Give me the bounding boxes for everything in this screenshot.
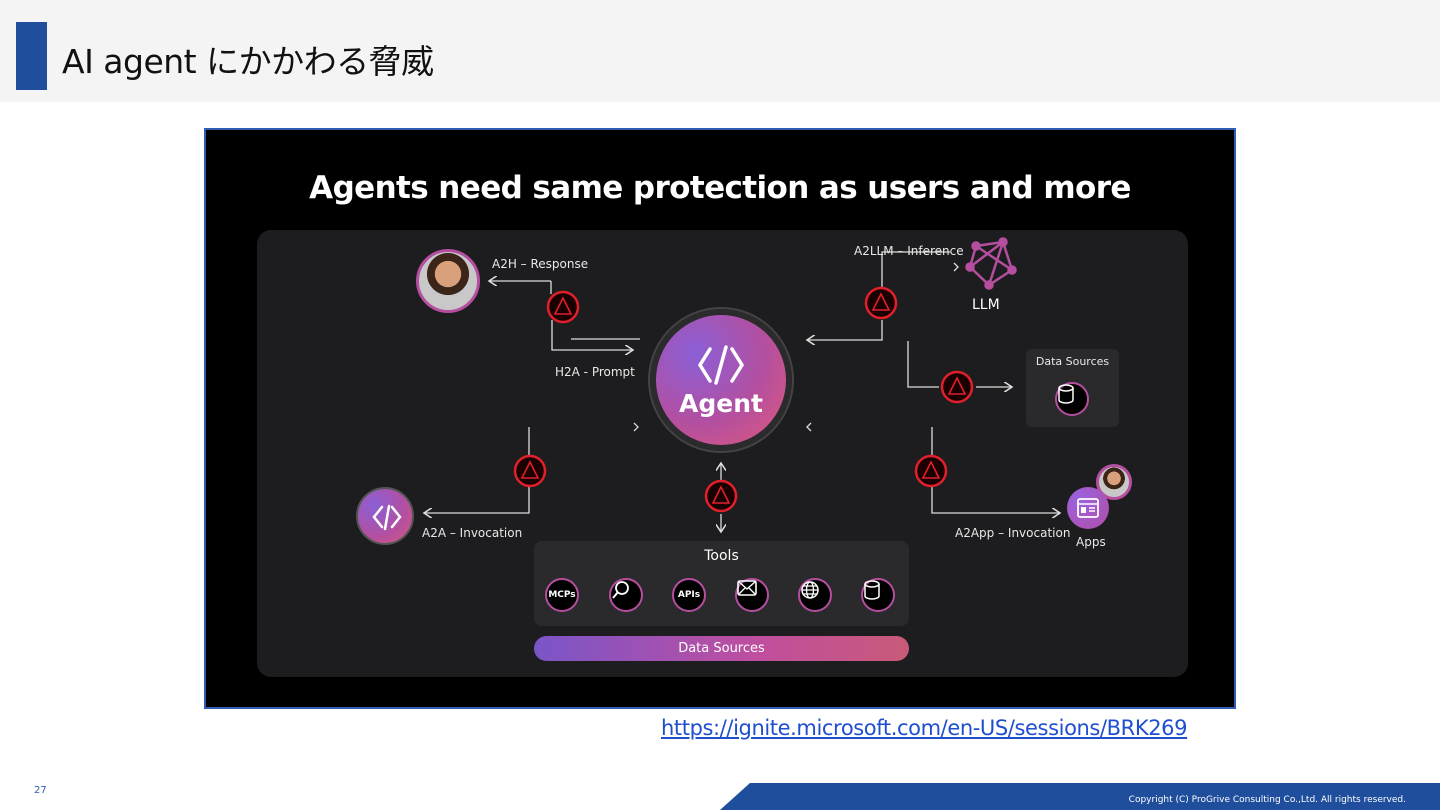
code-icon	[358, 489, 416, 547]
agent-label: Agent	[656, 389, 786, 418]
header-accent-bar	[16, 22, 47, 90]
database-icon	[1055, 382, 1089, 416]
a2h-label: A2H – Response	[492, 257, 588, 271]
search-icon	[609, 578, 643, 612]
copyright-text: Copyright (C) ProGrive Consulting Co.,Lt…	[1129, 795, 1406, 805]
embedded-slide-image: Agents need same protection as users and…	[204, 128, 1236, 709]
mcps-icon: MCPs	[545, 578, 579, 612]
a2a-label: A2A – Invocation	[422, 526, 522, 540]
globe-icon	[798, 578, 832, 612]
apps-label: Apps	[1076, 535, 1106, 549]
page-number: 27	[34, 785, 47, 796]
a2app-label: A2App – Invocation	[955, 526, 1070, 540]
apps-node	[1067, 487, 1109, 529]
a2a-agent-node	[356, 487, 414, 545]
tools-title: Tools	[534, 548, 909, 564]
database-icon	[861, 578, 895, 612]
llm-network-icon	[967, 239, 1016, 289]
a2llm-label: A2LLM – Inference	[854, 244, 964, 258]
h2a-label: H2A - Prompt	[555, 365, 635, 379]
page-title: AI agent にかかわる脅威	[62, 35, 434, 83]
slide-header: AI agent にかかわる脅威	[0, 0, 1440, 102]
agent-node: Agent	[650, 309, 792, 451]
session-link[interactable]: https://ignite.microsoft.com/en-US/sessi…	[661, 716, 1187, 740]
apis-icon: APIs	[672, 578, 706, 612]
data-sources-box: Data Sources	[1026, 349, 1119, 427]
tools-box: Tools MCPs APIs	[534, 541, 909, 626]
app-window-icon	[1067, 487, 1109, 529]
user-avatar	[416, 249, 480, 313]
data-sources-box-title: Data Sources	[1026, 355, 1119, 368]
llm-label: LLM	[972, 297, 1000, 313]
data-sources-bar: Data Sources	[534, 636, 909, 661]
mail-icon	[735, 578, 769, 612]
